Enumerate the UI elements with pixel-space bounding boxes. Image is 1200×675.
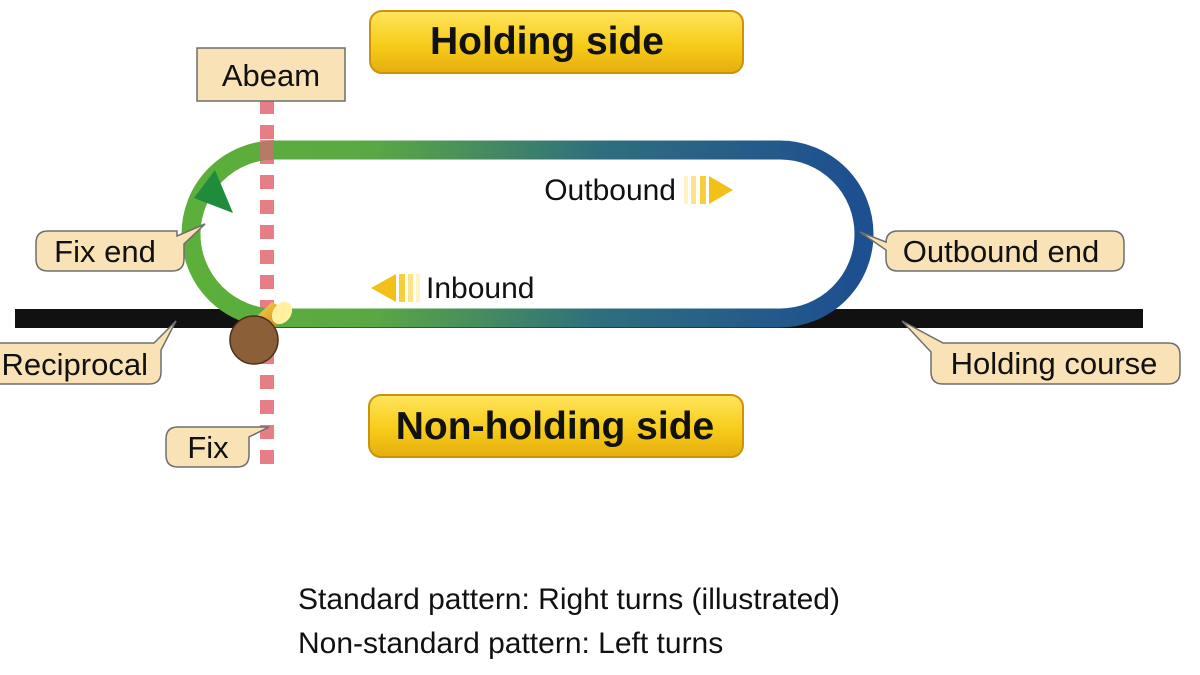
reciprocal-label: Reciprocal xyxy=(2,347,148,382)
fix-label: Fix xyxy=(187,430,229,465)
non-holding-side-callout: Non-holding side xyxy=(368,394,744,458)
inbound-label: Inbound xyxy=(426,272,534,305)
outbound-end-label: Outbound end xyxy=(903,234,1100,269)
footer-non-standard-pattern: Non-standard pattern: Left turns xyxy=(298,627,724,660)
inbound-arrow-icon xyxy=(371,274,420,302)
abeam-label: Abeam xyxy=(222,58,320,93)
fix-callout: Fix xyxy=(165,426,270,468)
abeam-callout: Abeam xyxy=(196,47,346,102)
non-holding-side-label: Non-holding side xyxy=(396,405,714,448)
fix-marker-icon xyxy=(229,301,293,365)
fix-end-callout: Fix end xyxy=(35,223,206,272)
holding-course-label: Holding course xyxy=(951,346,1158,381)
holding-side-callout: Holding side xyxy=(369,10,744,74)
turn-direction-arrow-icon xyxy=(194,170,233,213)
holding-course-callout: Holding course xyxy=(901,320,1181,385)
reciprocal-callout: Reciprocal xyxy=(0,320,177,385)
holding-side-label: Holding side xyxy=(430,20,664,63)
outbound-end-callout: Outbound end xyxy=(859,230,1125,272)
fix-end-label: Fix end xyxy=(54,234,156,269)
outbound-arrow-icon xyxy=(684,176,733,204)
footer-standard-pattern: Standard pattern: Right turns (illustrat… xyxy=(298,583,840,616)
outbound-label: Outbound xyxy=(544,174,676,207)
